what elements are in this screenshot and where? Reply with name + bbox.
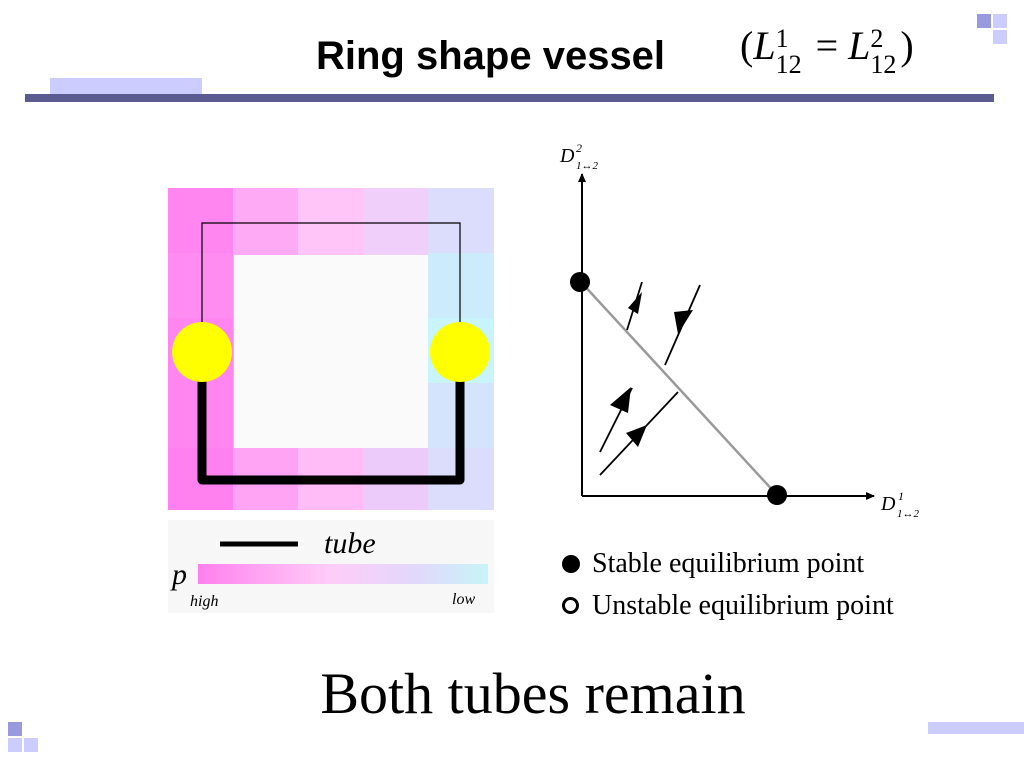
phase-plot: D 2 1↔2 D 1 1↔2 (559, 141, 920, 520)
formula-right-sub: 12 (870, 50, 897, 79)
x-axis-label-sup: 1 (898, 489, 904, 503)
corner-square-decoration (24, 738, 38, 752)
pressure-gradient-bar (198, 564, 488, 584)
corner-square-decoration (993, 14, 1007, 28)
formula-l-left: L (753, 23, 776, 68)
thin-tube (201, 222, 461, 353)
x-axis-label: D (880, 493, 896, 515)
high-pressure-label: high (190, 593, 218, 610)
corner-square-decoration (993, 30, 1007, 44)
formula-left-sup: 1 (775, 24, 789, 53)
y-axis-label: D (559, 145, 575, 167)
unstable-point-marker (562, 597, 579, 614)
slide-title: Ring shape vessel (316, 34, 666, 78)
formula-left-sub: 12 (775, 50, 802, 79)
pressure-label: p (170, 558, 187, 591)
thick-tube (197, 353, 465, 485)
unstable-point-legend: Unstable equilibrium point (592, 590, 894, 621)
formula-equals: = (815, 23, 839, 68)
footer-accent-bar (928, 722, 1024, 734)
formula-right-sup: 2 (870, 24, 884, 53)
stable-point-marker (562, 555, 580, 573)
slide-caption: Both tubes remain (320, 661, 746, 726)
formula-close-paren: ) (900, 23, 914, 68)
flow-arrowhead (628, 292, 642, 314)
stable-point-y-axis (570, 272, 590, 292)
equilibrium-line (579, 280, 778, 496)
corner-square-decoration (8, 738, 22, 752)
flow-arrowhead (626, 425, 647, 447)
formula-l-right: L (848, 23, 871, 68)
formula-open-paren: ( (740, 23, 754, 68)
y-axis-label-base: D (559, 145, 575, 167)
ring-vessel-diagram: tube p high low (168, 188, 494, 613)
flow-arrowhead (674, 310, 693, 334)
stable-point-legend: Stable equilibrium point (592, 548, 865, 579)
x-axis-label-base: D (880, 493, 896, 515)
corner-square-decoration (8, 722, 22, 736)
stable-point-x-axis (767, 485, 787, 505)
right-node (430, 322, 490, 382)
vessel-inner-area (234, 255, 428, 448)
low-pressure-label: low (452, 591, 475, 608)
left-node (172, 322, 232, 382)
corner-square-decoration (977, 14, 991, 28)
y-axis-label-sup: 2 (576, 141, 582, 155)
header-accent-bar-light (50, 78, 202, 94)
header-accent-bar (25, 94, 994, 102)
y-axis-label-sub: 1↔2 (576, 160, 599, 172)
tube-legend-label: tube (324, 527, 376, 560)
x-axis-label-sub: 1↔2 (897, 508, 920, 520)
flow-arrowhead (610, 387, 631, 413)
